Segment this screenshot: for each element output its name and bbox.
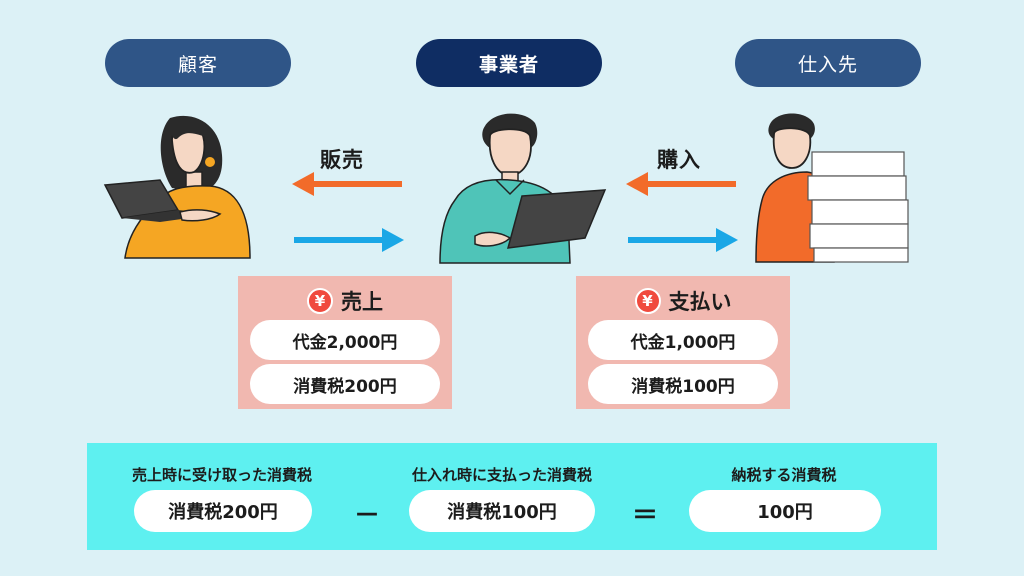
payment-box: ¥ 支払い 代金1,000円 消費税100円 <box>576 276 790 409</box>
equals-sign: ＝ <box>631 501 658 531</box>
tax-calculation-panel: 売上時に受け取った消費税 消費税200円 － 仕入れ時に支払った消費税 消費税1… <box>87 443 937 550</box>
yen-icon: ¥ <box>307 288 333 314</box>
supplier-label: 仕入先 <box>735 39 921 87</box>
minus-sign: － <box>353 501 380 531</box>
payment-amount: 代金1,000円 <box>588 320 778 360</box>
received-tax-label: 売上時に受け取った消費税 <box>131 466 312 484</box>
payment-title-text: 支払い <box>668 290 732 314</box>
supplier-illustration <box>755 113 909 263</box>
payable-tax-value: 100円 <box>689 490 881 532</box>
sales-title-text: 売上 <box>341 290 383 314</box>
customer-label: 顧客 <box>105 39 291 87</box>
sales-box-title: ¥ 売上 <box>238 286 452 316</box>
sales-box: ¥ 売上 代金2,000円 消費税200円 <box>238 276 452 409</box>
customer-illustration <box>103 115 251 259</box>
purchase-label: 購入 <box>657 148 701 172</box>
sales-tax: 消費税200円 <box>250 364 440 404</box>
sales-amount: 代金2,000円 <box>250 320 440 360</box>
paid-tax-value: 消費税100円 <box>409 490 595 532</box>
sale-label: 販売 <box>320 148 364 172</box>
payment-tax: 消費税100円 <box>588 364 778 404</box>
payable-tax-label: 納税する消費税 <box>731 466 837 484</box>
received-tax-value: 消費税200円 <box>134 490 312 532</box>
payment-box-title: ¥ 支払い <box>576 286 790 316</box>
business-illustration <box>439 113 607 264</box>
paid-tax-label: 仕入れ時に支払った消費税 <box>411 466 592 484</box>
business-label: 事業者 <box>416 39 602 87</box>
purchase-arrow-left <box>626 172 736 196</box>
supplier-payment-arrow-right <box>628 228 738 252</box>
sale-arrow-left <box>292 172 402 196</box>
yen-icon: ¥ <box>634 288 661 314</box>
payment-arrow-right <box>294 228 404 252</box>
